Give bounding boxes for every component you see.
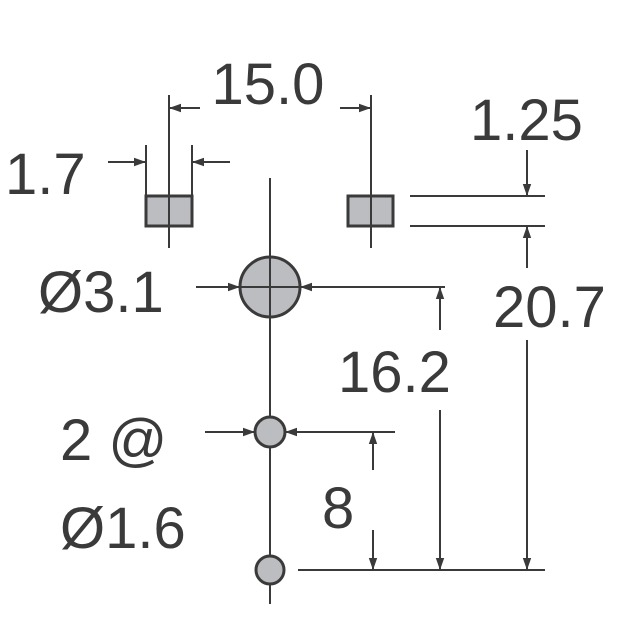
dim-small-hole-count: 2 @ xyxy=(60,408,167,473)
dim-large-hole-offset: 16.2 xyxy=(338,340,451,405)
small-hole-top xyxy=(253,415,287,449)
dim-pad-spacing: 15.0 xyxy=(212,52,325,117)
dim-large-hole-diameter: Ø3.1 xyxy=(38,260,164,325)
dim-pad-width: 1.7 xyxy=(5,142,86,207)
dim-small-hole-diameter: Ø1.6 xyxy=(60,496,186,561)
dim-overall-height: 20.7 xyxy=(493,275,606,340)
small-hole-bottom xyxy=(254,554,286,586)
dim-pad-height: 1.25 xyxy=(470,88,583,153)
dim-small-hole-spacing: 8 xyxy=(322,476,354,541)
